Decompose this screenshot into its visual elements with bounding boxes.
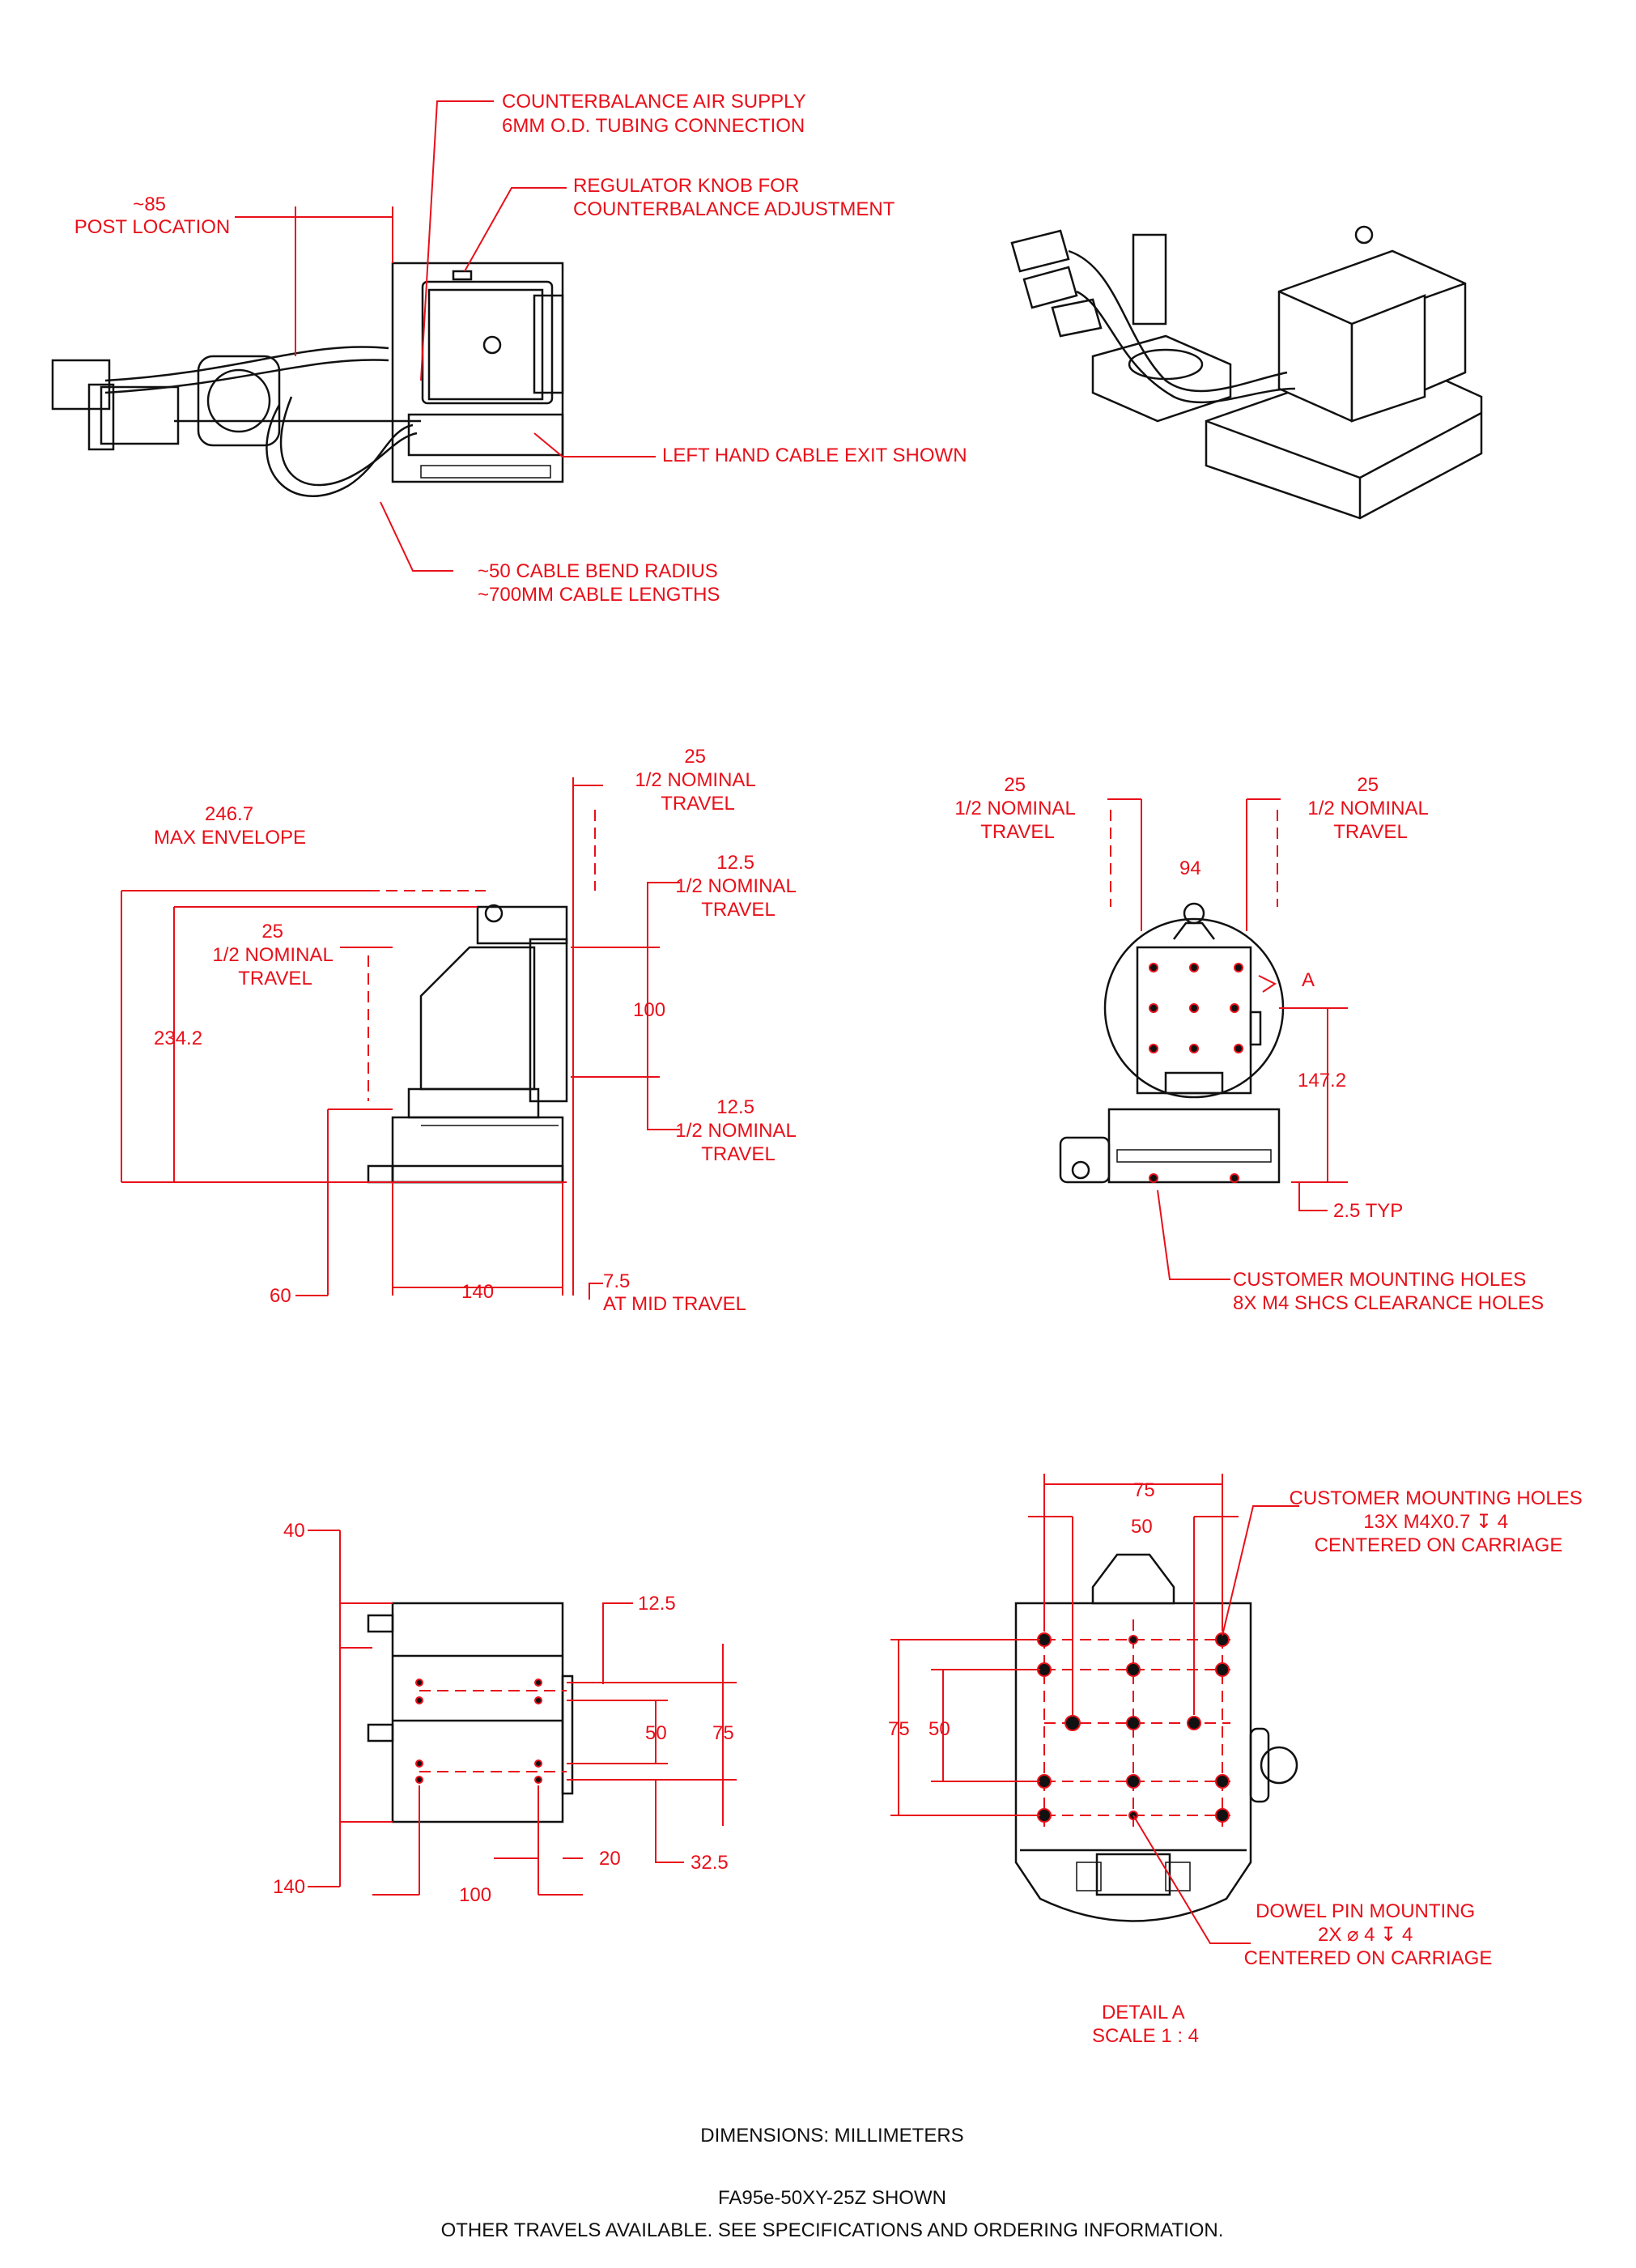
bottom-view [308,1530,737,1896]
dim-100-side: 100 [633,999,665,1021]
dim-12-5: 12.5 [638,1593,676,1615]
dowel-line-3: CENTERED ON CARRIAGE [1244,1947,1493,1969]
front-travel-left-line-1: 25 [1004,774,1026,796]
travel-25-top-note: 25 1/2 NOMINAL TRAVEL [635,746,760,815]
air-supply-line-1: COUNTERBALANCE AIR SUPPLY [502,91,806,113]
travel-12-5-bottom-line-1: 12.5 [716,1096,754,1118]
isometric-view [1010,225,1483,520]
dim-32-5: 32.5 [691,1852,729,1874]
front-travel-left-line-3: TRAVEL [980,821,1055,843]
travel-25-side-line-1: 25 [261,921,283,943]
side-view [121,777,680,1300]
dowel-line-1: DOWEL PIN MOUNTING [1256,1900,1475,1922]
travel-12-5-top-note: 12.5 1/2 NOMINAL TRAVEL [675,852,801,921]
top-view [51,100,656,572]
dim-40: 40 [283,1520,305,1542]
dowel-line-2: 2X ⌀ 4 ↧ 4 [1318,1924,1413,1946]
dim-20: 20 [599,1848,621,1870]
dim-75-bottom: 75 [712,1722,734,1744]
cable-bend-line-2: ~700MM CABLE LENGTHS [478,584,720,606]
detail-label: DETAIL A SCALE 1 : 4 [1092,2002,1199,2047]
travel-25-side-line-2: 1/2 NOMINAL [212,944,333,966]
customer-holes-carriage-line-2: 13X M4X0.7 ↧ 4 [1363,1511,1508,1533]
post-location-note: ~85 POST LOCATION [74,194,230,238]
customer-holes-base-line-1: CUSTOMER MOUNTING HOLES [1233,1269,1526,1291]
model-shown-note: FA95e-50XY-25Z SHOWN [718,2187,946,2209]
front-travel-left-line-2: 1/2 NOMINAL [954,798,1075,819]
max-envelope-line-2: MAX ENVELOPE [154,827,306,849]
dim-50-detail-left: 50 [928,1718,950,1740]
detail-label-line-2: SCALE 1 : 4 [1092,2025,1199,2047]
air-supply-note: COUNTERBALANCE AIR SUPPLY 6MM O.D. TUBIN… [502,91,811,137]
air-supply-line-2: 6MM O.D. TUBING CONNECTION [502,115,805,137]
cable-bend-note: ~50 CABLE BEND RADIUS ~700MM CABLE LENGT… [478,560,723,606]
travel-25-side-line-3: TRAVEL [238,968,312,989]
customer-holes-carriage-line-3: CENTERED ON CARRIAGE [1315,1534,1563,1556]
travel-12-5-top-line-1: 12.5 [716,852,754,874]
travel-25-top-line-1: 25 [684,746,706,768]
at-mid-travel-line-2: AT MID TRAVEL [603,1293,746,1315]
at-mid-travel-note: 7.5 AT MID TRAVEL [603,1270,746,1315]
dim-50-bottom: 50 [645,1722,667,1744]
dim-75-detail-top: 75 [1133,1479,1155,1501]
customer-holes-carriage-line-1: CUSTOMER MOUNTING HOLES [1290,1487,1583,1509]
regulator-line-2: COUNTERBALANCE ADJUSTMENT [573,198,895,220]
max-envelope-note: 246.7 MAX ENVELOPE [154,803,306,849]
detail-a-view [890,1474,1299,1944]
front-travel-right-note: 25 1/2 NOMINAL TRAVEL [1307,774,1433,843]
travel-25-side-note: 25 1/2 NOMINAL TRAVEL [212,921,338,989]
travel-12-5-bottom-line-3: TRAVEL [701,1143,776,1165]
dim-140-bottom: 140 [273,1876,305,1898]
left-hand-exit-note: LEFT HAND CABLE EXIT SHOWN [662,445,967,466]
front-travel-right-line-1: 25 [1357,774,1379,796]
travel-25-top-line-3: TRAVEL [661,793,735,815]
travel-12-5-top-line-2: 1/2 NOMINAL [675,875,796,897]
post-location-line-1: ~85 [133,194,166,215]
travel-12-5-bottom-line-2: 1/2 NOMINAL [675,1120,796,1142]
dim-50-detail-top: 50 [1131,1516,1153,1538]
travel-12-5-bottom-note: 12.5 1/2 NOMINAL TRAVEL [675,1096,801,1165]
dim-75-detail-left: 75 [888,1718,910,1740]
front-travel-right-line-2: 1/2 NOMINAL [1307,798,1428,819]
detail-a-callout: A [1302,969,1315,991]
regulator-line-1: REGULATOR KNOB FOR [573,175,799,197]
front-view [1059,798,1348,1280]
dim-100-bottom: 100 [459,1884,491,1906]
cable-bend-line-1: ~50 CABLE BEND RADIUS [478,560,718,582]
travel-25-top-line-2: 1/2 NOMINAL [635,769,755,791]
dim-234-2: 234.2 [154,1028,202,1049]
max-envelope-line-1: 246.7 [205,803,253,825]
at-mid-travel-line-1: 7.5 [603,1270,630,1292]
detail-label-line-1: DETAIL A [1102,2002,1185,2023]
travel-12-5-top-line-3: TRAVEL [701,899,776,921]
typ-note: 2.5 TYP [1333,1200,1403,1222]
front-travel-left-note: 25 1/2 NOMINAL TRAVEL [954,774,1080,843]
customer-holes-base-note: CUSTOMER MOUNTING HOLES 8X M4 SHCS CLEAR… [1233,1269,1544,1314]
customer-holes-carriage-note: CUSTOMER MOUNTING HOLES 13X M4X0.7 ↧ 4 C… [1290,1487,1588,1556]
dim-147-2: 147.2 [1298,1070,1346,1091]
dim-140-side: 140 [461,1281,494,1303]
other-travels-note: OTHER TRAVELS AVAILABLE. SEE SPECIFICATI… [441,2219,1224,2241]
customer-holes-base-line-2: 8X M4 SHCS CLEARANCE HOLES [1233,1292,1544,1314]
dim-60: 60 [270,1285,291,1307]
regulator-note: REGULATOR KNOB FOR COUNTERBALANCE ADJUST… [573,175,895,220]
dowel-note: DOWEL PIN MOUNTING 2X ⌀ 4 ↧ 4 CENTERED O… [1244,1900,1493,1969]
front-travel-right-line-3: TRAVEL [1333,821,1408,843]
dim-94: 94 [1179,857,1201,879]
units-note: DIMENSIONS: MILLIMETERS [700,2125,963,2147]
post-location-line-2: POST LOCATION [74,216,230,238]
